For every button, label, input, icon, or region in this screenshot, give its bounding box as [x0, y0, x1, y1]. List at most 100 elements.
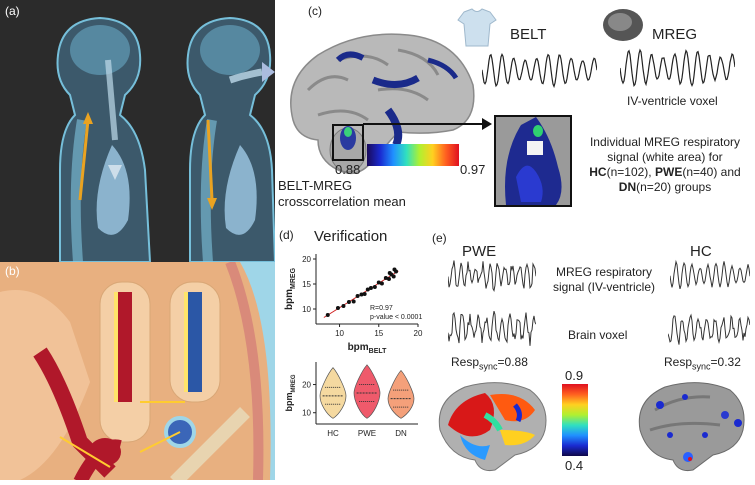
resp-hc-value: =0.32	[710, 355, 741, 369]
resp-pwe-prefix: Resp	[451, 355, 480, 369]
hc-brain-map	[638, 382, 745, 471]
caption-c-line1: BELT-MREG	[278, 178, 353, 193]
scatter-point	[335, 306, 340, 310]
voxel-label: IV-ventricle voxel	[627, 94, 718, 108]
desc-hc: HC	[589, 165, 607, 179]
belt-waveform	[482, 52, 597, 89]
description-c-line1: Individual MREG respiratory	[589, 135, 741, 149]
scatter-point	[341, 304, 346, 308]
description-c-line3: HC(n=102), PWE(n=40) and	[576, 165, 754, 180]
resp-hc-prefix: Resp	[664, 355, 693, 369]
scatter-y-tick-label: 15	[302, 280, 311, 289]
resp-pwe-sub: sync	[479, 361, 498, 372]
zoom-arrow-line	[363, 123, 488, 125]
scatter-y-tick-label: 20	[302, 255, 311, 264]
sagittal-brain-map	[290, 33, 475, 175]
mreg-line1: MREG respiratory	[555, 265, 653, 279]
panel-b-letter: (b)	[5, 264, 20, 278]
scatter-point	[368, 286, 373, 290]
scatter-point	[359, 292, 364, 297]
human-figure-left	[56, 16, 152, 263]
resp-pwe-value: =0.88	[497, 355, 528, 369]
scatter-x-tick-label: 10	[335, 329, 344, 338]
panel-b-illustration	[0, 260, 275, 485]
scatter-x-label: bpmBELT	[348, 342, 388, 355]
mreg-line2: signal (IV-ventricle)	[552, 280, 656, 294]
colorbar-c-min: 0.88	[335, 162, 361, 177]
desc-dn: DN	[618, 180, 637, 194]
panel-a-illustration	[56, 16, 277, 263]
scatter-point	[362, 292, 367, 296]
colorbar-e-max: 0.9	[565, 368, 584, 383]
scatter-point	[346, 300, 351, 304]
panel-e-letter: (e)	[432, 231, 447, 245]
brain-voxel-label: Brain voxel	[568, 328, 628, 342]
scatter-point	[325, 313, 330, 317]
violin-shape	[319, 367, 347, 419]
pwe-mreg-waveform	[448, 260, 536, 292]
scatter-point	[386, 277, 391, 281]
pwe-brain-waveform	[448, 310, 536, 346]
scatter-point	[376, 280, 381, 285]
scatter-point	[391, 274, 396, 279]
scatter-point	[372, 285, 377, 289]
scatter-y-label: bpmMREG	[284, 267, 297, 310]
zoomed-voxel-box	[494, 115, 572, 207]
violin-y-tick-label: 10	[302, 409, 311, 418]
resp-sync-hc: Respsync=0.32	[664, 355, 741, 371]
violin-shape	[353, 364, 381, 419]
scatter-point	[392, 267, 397, 272]
colorbar-e	[562, 384, 588, 456]
scatter-r-text: R=0.97	[370, 305, 393, 312]
violin-category-label: HC	[327, 429, 339, 438]
hc-mreg-waveform	[670, 259, 750, 290]
scatter-point	[383, 276, 388, 280]
verification-title: Verification	[314, 228, 388, 245]
panel-a-letter: (a)	[5, 4, 20, 18]
shirt-icon	[457, 8, 497, 47]
desc-hc-n: (n=102),	[606, 165, 655, 179]
zoom-arrow-head	[482, 118, 492, 130]
desc-dn-n: (n=20) groups	[636, 180, 712, 194]
scatter-point	[355, 294, 360, 298]
mreg-signal-text: MREG respiratory signal (IV-ventricle)	[538, 265, 670, 295]
colorbar-e-min: 0.4	[565, 458, 584, 473]
desc-pwe-n: (n=40) and	[682, 165, 741, 179]
panel-c-letter: (c)	[308, 4, 322, 18]
mreg-label: MREG	[652, 26, 697, 43]
scatter-x-tick-label: 20	[414, 329, 423, 338]
resp-hc-sub: sync	[692, 361, 711, 372]
caption-c-line2: crosscorrelation mean	[278, 194, 406, 209]
colorbar-c	[367, 144, 459, 166]
hc-label: HC	[690, 243, 712, 260]
violin-category-label: DN	[395, 429, 407, 438]
hc-brain-waveform	[668, 313, 750, 345]
description-c-line4: DN(n=20) groups	[576, 180, 754, 195]
description-c: Individual MREG respiratory signal (whit…	[576, 135, 754, 195]
belt-label: BELT	[510, 26, 547, 43]
pwe-label: PWE	[462, 243, 497, 260]
resp-sync-pwe: Respsync=0.88	[451, 355, 528, 371]
pwe-brain-map	[438, 382, 547, 471]
description-c-line2: signal (white area) for	[607, 150, 723, 164]
violin-y-tick-label: 20	[302, 381, 311, 390]
scatter-point	[379, 281, 384, 286]
violin-y-label: bpmMREG	[284, 374, 297, 411]
mreg-waveform	[620, 48, 735, 88]
scatter-point	[351, 299, 356, 304]
scatter-point	[365, 287, 370, 292]
panel-b: (b)	[0, 260, 275, 485]
scatter-point	[387, 271, 392, 275]
scatter-x-tick-label: 15	[374, 329, 383, 338]
human-figure-right	[186, 16, 277, 263]
panel-d-letter: (d)	[279, 228, 294, 242]
scatter-y-tick-label: 10	[302, 305, 311, 314]
violin-category-label: PWE	[358, 429, 376, 438]
violin-shape	[387, 369, 415, 419]
desc-pwe: PWE	[654, 165, 683, 179]
scatter-p-text: p-value < 0.0001	[370, 314, 422, 321]
colorbar-c-max: 0.97	[460, 162, 486, 177]
panel-a: (a)	[0, 0, 277, 263]
